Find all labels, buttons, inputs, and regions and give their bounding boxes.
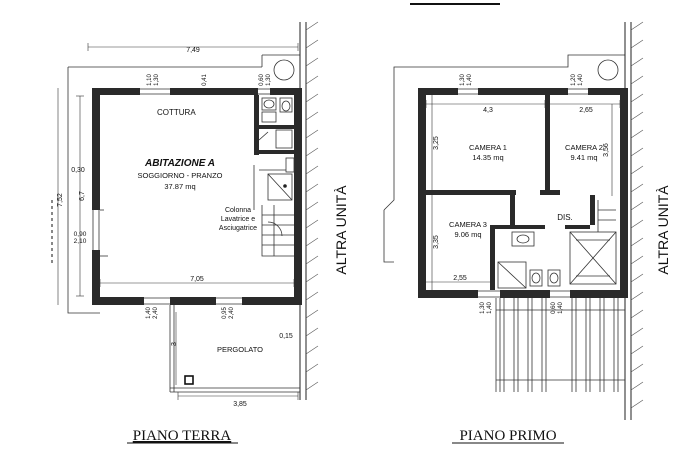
- ground-floor-title: PIANO TERRA: [133, 428, 232, 444]
- ground-bathroom-fixtures: [258, 97, 293, 149]
- first-walls: [418, 88, 628, 298]
- living-label: SOGGIORNO - PRANZO: [137, 171, 222, 180]
- dim-top-win1-a: 1,10: [147, 74, 153, 86]
- ground-other-unit-label: ALTRA UNITÀ: [333, 185, 349, 275]
- dim-bottom-win1-b: 1,40: [487, 302, 493, 314]
- dim-room3-width: 2,55: [453, 275, 467, 282]
- room2-area: 9.41 mq: [570, 153, 597, 162]
- pergola-label: PERGOLATO: [217, 345, 263, 354]
- ground-windows: [92, 88, 270, 305]
- dim-room2-height: 3,56: [603, 143, 610, 157]
- kitchen-label: COTTURA: [157, 108, 196, 117]
- dim-left-total: 7,52: [57, 193, 64, 207]
- dim-top-win1-b: 1,40: [467, 74, 473, 86]
- dim-top-win2-a: 1,20: [571, 74, 577, 86]
- room2-name: CAMERA 2: [565, 143, 603, 152]
- dim-top-win2: 0,41: [202, 74, 208, 86]
- living-area: 37.87 mq: [164, 182, 195, 191]
- dim-left-door-a: 0,90: [74, 231, 87, 238]
- dim-pergola-right: 0,15: [279, 333, 293, 340]
- dim-room1-height: 3,25: [433, 136, 440, 150]
- first-balcony: [495, 298, 625, 392]
- room1-area: 14.35 mq: [472, 153, 503, 162]
- first-other-unit-label: ALTRA UNITÀ: [655, 185, 671, 275]
- dim-bottom-win2-b: 2,40: [229, 307, 235, 319]
- dim-bottom-win1-a: 1,40: [146, 307, 152, 319]
- dim-pergola-side: 3: [171, 342, 178, 346]
- dim-bottom-win1-b: 2,40: [153, 307, 159, 319]
- washer-label-3: Asciugatrice: [219, 225, 257, 232]
- pergola-area: [169, 305, 300, 393]
- dim-left-upper: 0,30: [71, 167, 85, 174]
- dim-top-win1-a: 1,30: [460, 74, 466, 86]
- ground-floor-plan: COTTURA ABITAZIONE A SOGGIORNO - PRANZO …: [51, 21, 349, 444]
- dim-room1-width: 4,3: [483, 107, 493, 114]
- dim-top-width: 7,49: [186, 47, 200, 54]
- hall-label: DIS.: [557, 213, 573, 222]
- dim-bottom-win2-a: 0,95: [222, 307, 228, 319]
- dim-inner-width: 7,05: [190, 276, 204, 283]
- dim-top-win3-a: 0,60: [259, 74, 265, 86]
- dim-room3-height: 3,35: [433, 235, 440, 249]
- washer-label-1: Colonna: [225, 207, 251, 214]
- dim-bottom-win1-a: 1,30: [480, 302, 486, 314]
- first-bathroom-fixtures: [497, 231, 561, 289]
- unit-name: ABITAZIONE A: [144, 158, 215, 169]
- first-stair: [569, 200, 617, 285]
- dim-room2-width: 2,65: [579, 107, 593, 114]
- dim-top-win1-b: 1,30: [154, 74, 160, 86]
- dim-top-win3-b: 1,30: [266, 74, 272, 86]
- dim-left-room: 6,7: [79, 191, 86, 201]
- room3-area: 9.06 mq: [454, 230, 481, 239]
- ground-walls: [92, 88, 302, 305]
- ground-dimension-lines: [51, 43, 299, 400]
- washer-label-2: Lavatrice e: [221, 216, 255, 223]
- dim-pergola-width: 3,85: [233, 401, 247, 408]
- first-windows: [458, 88, 588, 298]
- ground-stair-area: [100, 157, 295, 257]
- room1-name: CAMERA 1: [469, 143, 507, 152]
- dim-left-door-b: 2,10: [74, 238, 87, 245]
- first-floor-plan: CAMERA 1 14.35 mq CAMERA 2 9.41 mq CAMER…: [383, 21, 671, 444]
- dim-bottom-win2-b: 1,40: [558, 302, 564, 314]
- first-dimension-lines: [425, 95, 621, 290]
- room3-name: CAMERA 3: [449, 220, 487, 229]
- dim-top-win2-b: 1,40: [578, 74, 584, 86]
- first-floor-title: PIANO PRIMO: [459, 428, 556, 444]
- dim-bottom-win2-a: 0,60: [551, 302, 557, 314]
- ground-neighbour-wall: [299, 21, 319, 400]
